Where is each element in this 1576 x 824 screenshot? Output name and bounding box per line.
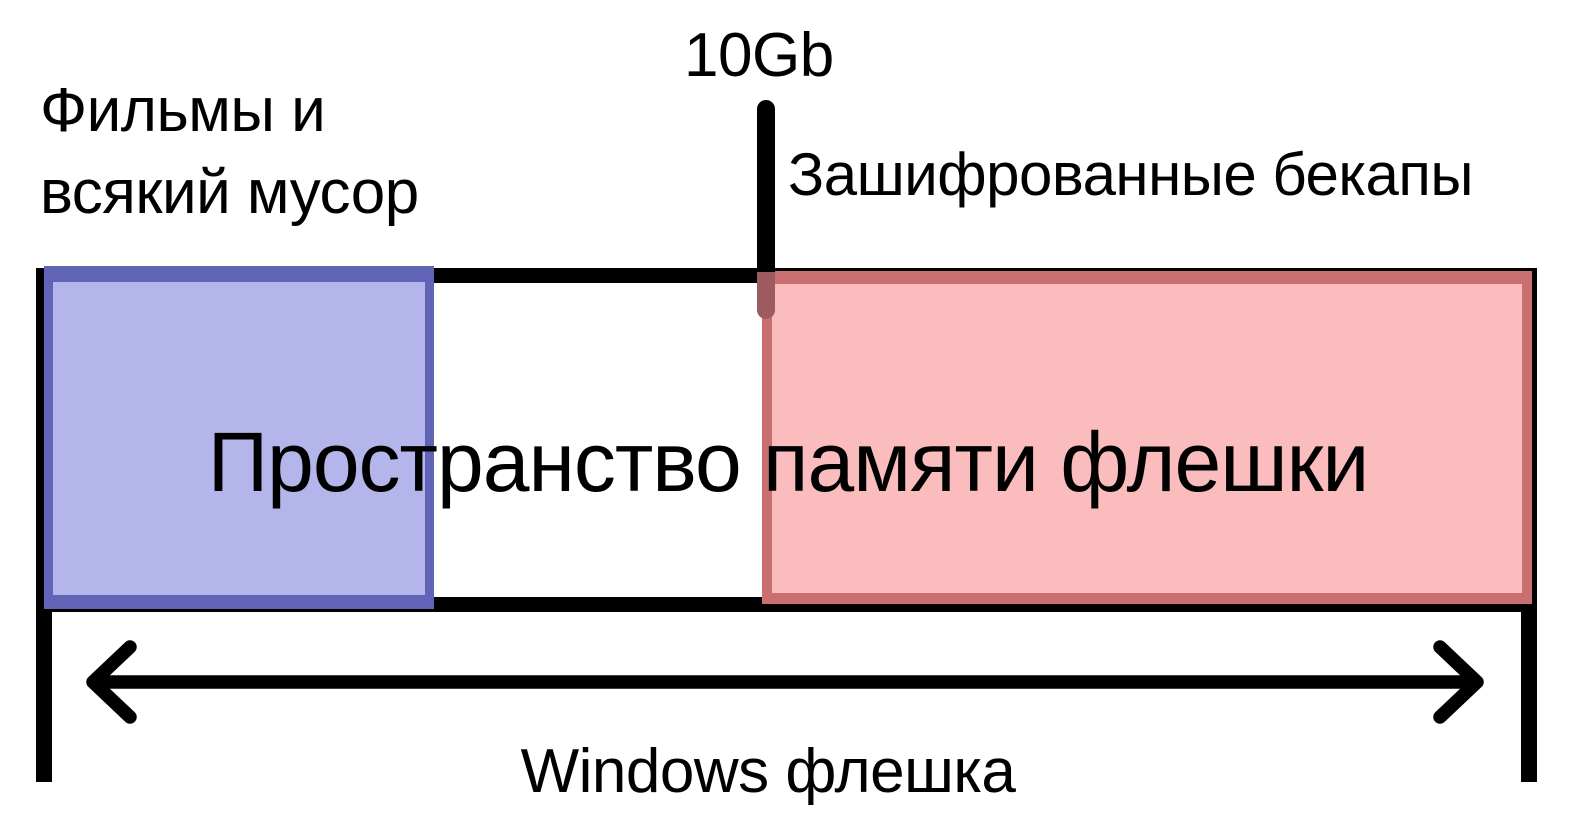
encrypted-backups-region [762, 271, 1532, 604]
movies-junk-label-line1: Фильмы и [40, 76, 326, 145]
movies-junk-region [44, 266, 434, 609]
capacity-tick-mark-overlap [757, 272, 775, 319]
capacity-tick-mark [757, 100, 775, 272]
arrowhead-left-icon [86, 640, 137, 724]
encrypted-backups-label: Зашифрованные бекапы [788, 141, 1473, 208]
windows-flash-span-label: Windows флешка [520, 737, 1016, 806]
diagram-title: Пространство памяти флешки [207, 415, 1370, 509]
movies-junk-label: Фильмы и всякий мусор [40, 70, 419, 234]
double-arrow-icon [86, 640, 1484, 724]
capacity-tick-label: 10Gb [684, 21, 834, 90]
movies-junk-label-line2: всякий мусор [40, 158, 419, 227]
arrowhead-right-icon [1433, 640, 1484, 724]
